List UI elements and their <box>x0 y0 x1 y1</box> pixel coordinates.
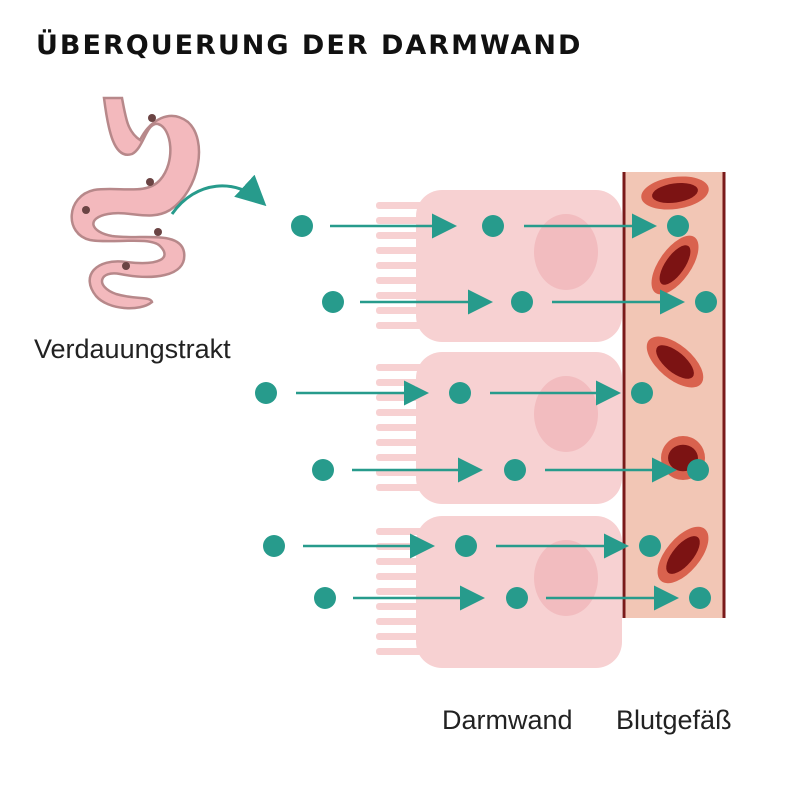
particle <box>687 459 709 481</box>
particle <box>314 587 336 609</box>
particle <box>482 215 504 237</box>
label-intestinal-wall: Darmwand <box>442 705 573 735</box>
particle <box>667 215 689 237</box>
particle <box>263 535 285 557</box>
particle <box>511 291 533 313</box>
particle <box>455 535 477 557</box>
epithelial-cell <box>376 352 622 504</box>
diagram-title: ÜBERQUERUNG DER DARMWAND <box>36 30 583 61</box>
cell-nucleus <box>534 214 598 290</box>
particle <box>631 382 653 404</box>
particle <box>322 291 344 313</box>
particle <box>504 459 526 481</box>
red-blood-cell <box>646 336 704 388</box>
epithelial-cell <box>376 516 622 668</box>
red-blood-cell <box>641 176 709 210</box>
intestinal-wall-cells <box>376 190 622 668</box>
particle <box>506 587 528 609</box>
particle <box>639 535 661 557</box>
label-blood-vessel: Blutgefäß <box>616 705 732 735</box>
particle <box>695 291 717 313</box>
particle <box>449 382 471 404</box>
particle <box>291 215 313 237</box>
particle <box>689 587 711 609</box>
label-digestive-tract: Verdauungstrakt <box>34 334 231 364</box>
red-blood-cell <box>657 526 709 584</box>
particle <box>312 459 334 481</box>
particle <box>255 382 277 404</box>
digestive-tract-icon <box>70 96 267 310</box>
red-blood-cell <box>651 235 699 295</box>
cell-nucleus <box>534 376 598 452</box>
epithelial-cell <box>376 190 622 342</box>
cell-nucleus <box>534 540 598 616</box>
particle-flow <box>255 213 717 611</box>
